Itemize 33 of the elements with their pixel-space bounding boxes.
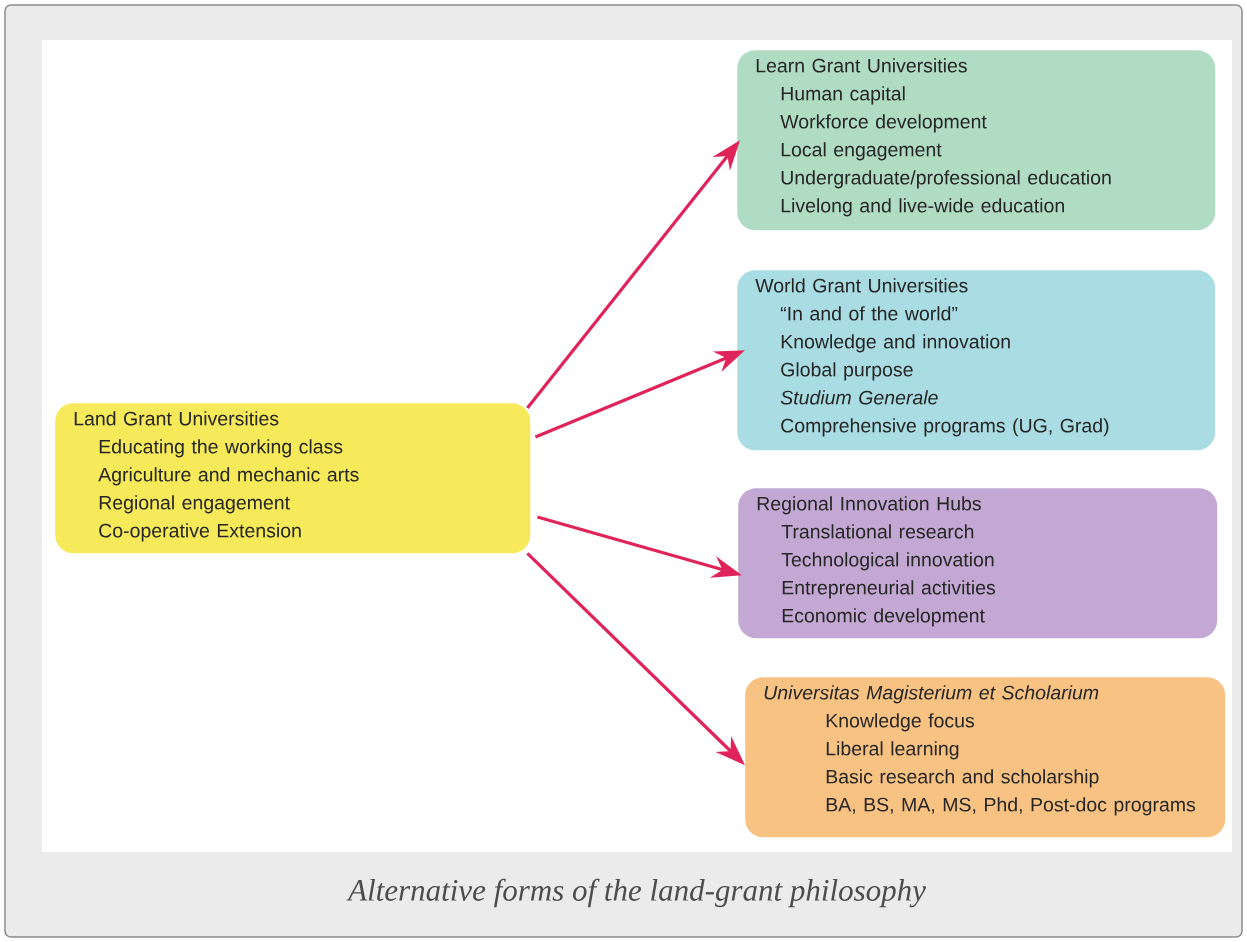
category-box: [55, 403, 531, 554]
box-heading: Land Grant Universities: [74, 411, 279, 426]
list-item: Global purpose: [781, 362, 913, 381]
category-box: [737, 270, 1216, 451]
box-heading: Learn Grant Universities: [756, 58, 967, 73]
list-item: Basic research and scholarship: [826, 769, 1099, 788]
list-item: Local engagement: [781, 142, 942, 161]
category-box: [745, 677, 1226, 838]
list-item: Translational research: [781, 524, 974, 539]
list-item: Undergraduate/professional education: [781, 170, 1111, 189]
list-item: Co-operative Extension: [99, 523, 301, 542]
list-item: Knowledge focus: [826, 713, 975, 732]
list-item: Human capital: [781, 86, 905, 105]
list-item: Livelong and live-wide education: [781, 198, 1064, 217]
list-item: Entrepreneurial activities: [782, 580, 996, 599]
box-heading: Regional Innovation Hubs: [757, 496, 981, 515]
box-heading: World Grant Universities: [755, 278, 968, 293]
list-item: Regional engagement: [99, 495, 290, 514]
list-item: Studium Generale: [780, 390, 938, 405]
list-item: “In and of the world”: [780, 306, 958, 321]
list-item: Comprehensive programs (UG, Grad): [781, 418, 1109, 437]
caption: Alternative forms of the land-grant philosophy: [346, 878, 926, 908]
list-item: Economic development: [782, 608, 985, 627]
list-item: Workforce development: [780, 114, 987, 133]
list-item: Knowledge and innovation: [781, 334, 1010, 353]
box-heading: Universitas Magisterium et Scholarium: [764, 685, 1099, 704]
category-box: [738, 488, 1218, 639]
list-item: Technological innovation: [781, 552, 994, 571]
list-item: BA, BS, MA, MS, Phd, Post-doc programs: [826, 797, 1196, 816]
list-item: Agriculture and mechanic arts: [98, 467, 359, 486]
list-item: Liberal learning: [826, 741, 959, 760]
category-box: [737, 50, 1216, 231]
list-item: Educating the working class: [99, 439, 343, 458]
